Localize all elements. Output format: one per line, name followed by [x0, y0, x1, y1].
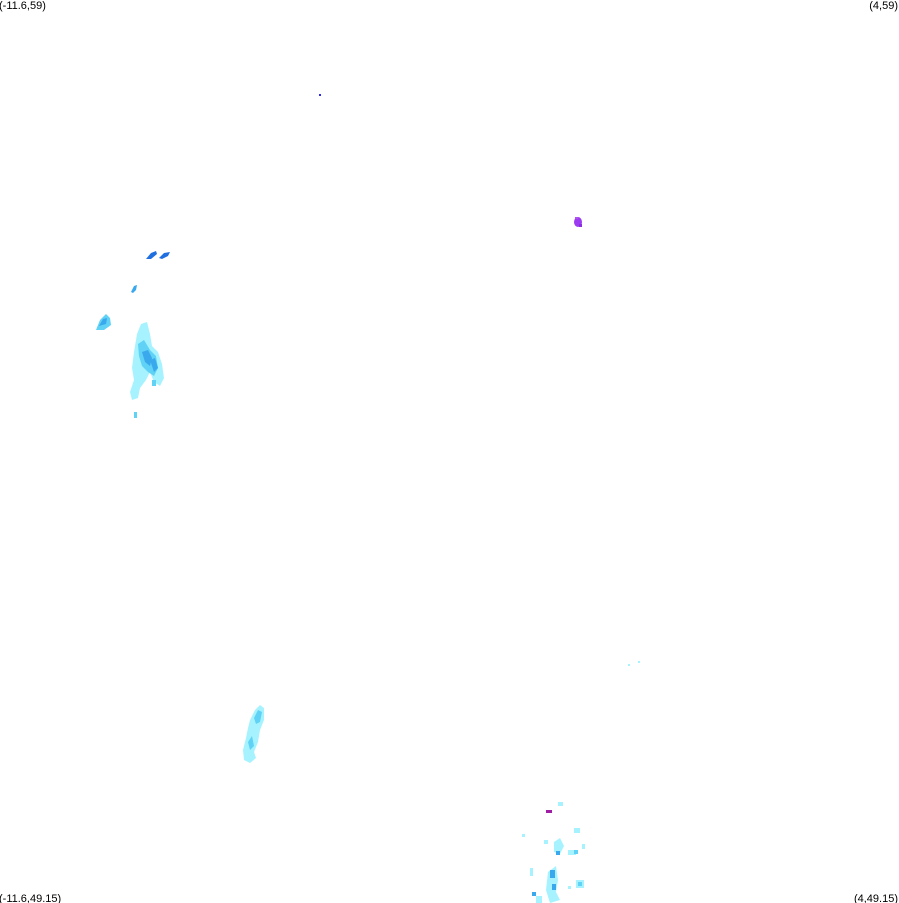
top-right-coordinate-label: (4,59) [869, 0, 898, 12]
precip-cell-tiny-dot [319, 94, 321, 96]
precip-cell-west-cluster [96, 314, 164, 418]
bottom-right-coordinate-label: (4,49.15) [853, 893, 898, 903]
precip-cell-purple-cluster [574, 217, 582, 227]
top-left-coordinate-label: (-11.6,59) [0, 0, 46, 12]
precip-cell-blue-streaks [131, 251, 170, 293]
precip-cell-specks [628, 661, 640, 666]
precip-cell-southwest-cluster [243, 705, 264, 763]
precip-cell-southeast-cluster [522, 802, 585, 903]
bottom-left-coordinate-label: (-11.6,49.15) [0, 893, 62, 903]
